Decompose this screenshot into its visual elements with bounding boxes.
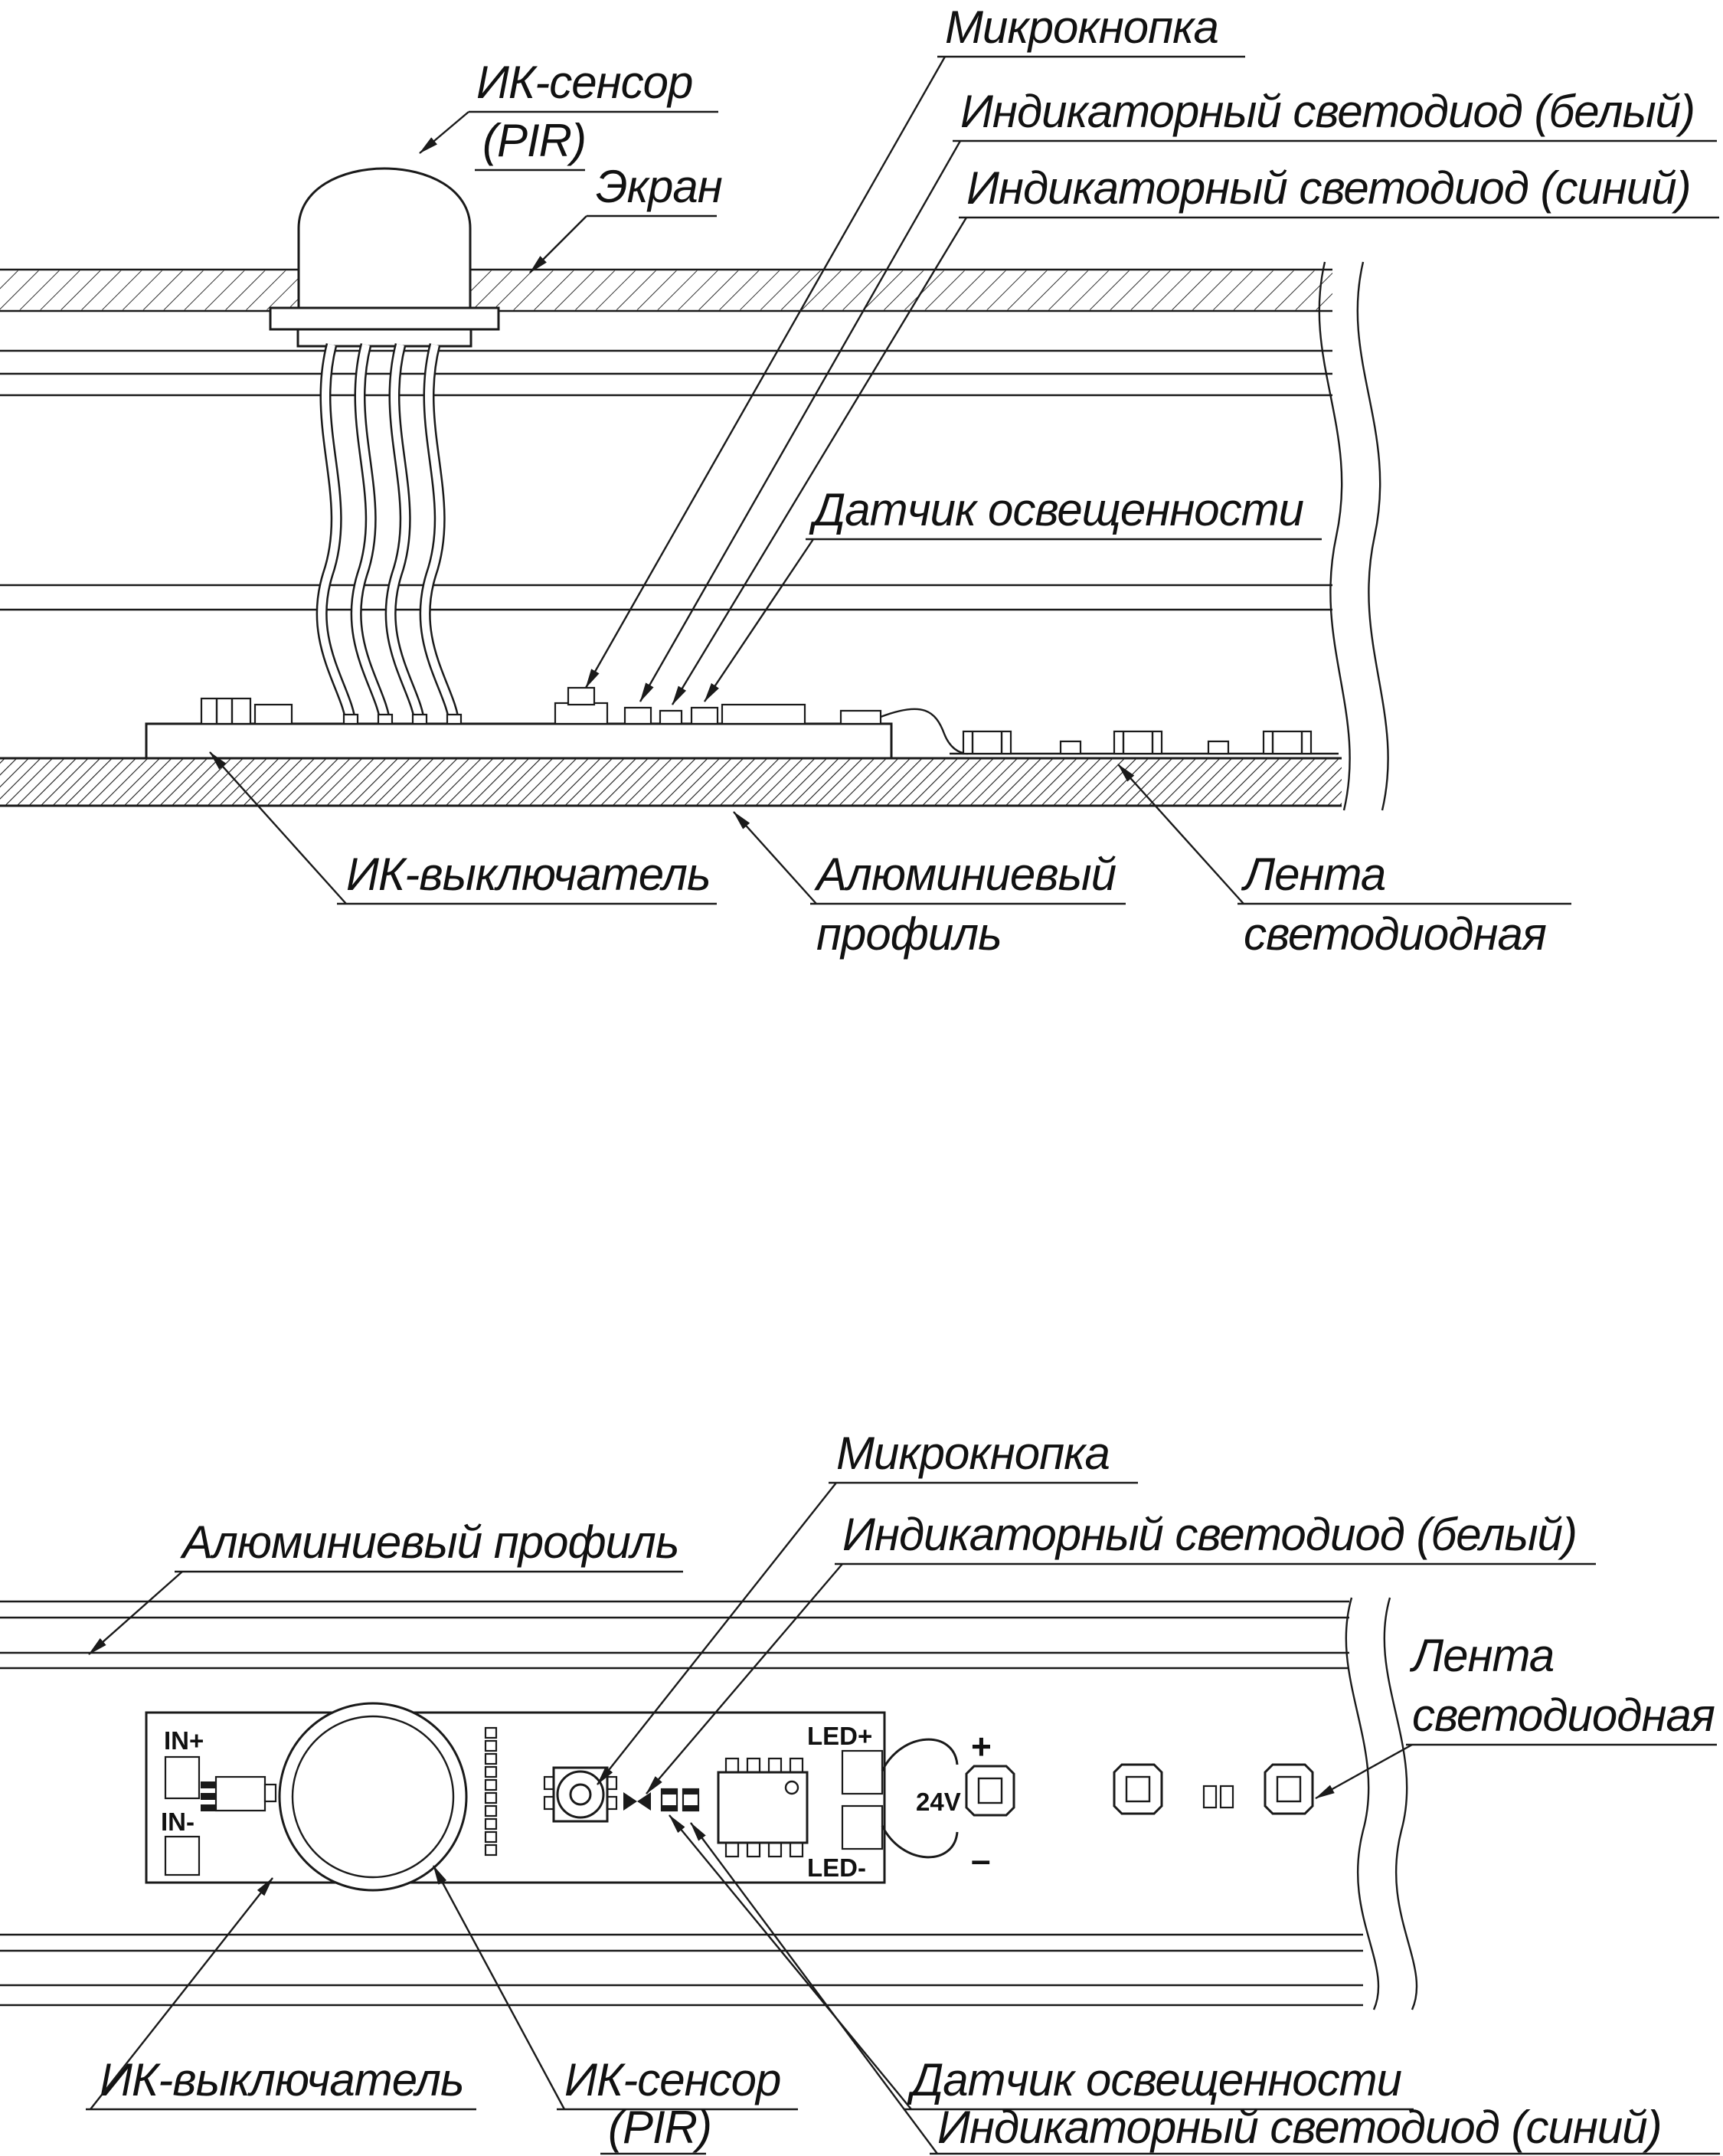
ir-switch-pcb-side (145, 686, 969, 760)
connector-block-2 (253, 703, 293, 725)
leader-bottom-led-blue (690, 1822, 938, 2154)
light-sensor-plan (660, 1788, 678, 1812)
solder-pad (342, 713, 359, 725)
output-pad-plus (841, 1749, 884, 1795)
ic-chip-plan (717, 1757, 809, 1858)
leader-screen (529, 215, 587, 273)
leader-microbutton (584, 56, 947, 689)
label-top-microbutton: Микрокнопка (945, 2, 1218, 53)
top-view-section: ИК-сенсор (PIR) Экран Микрокнопка Индика… (0, 2, 1719, 960)
input-pad-plus (164, 1755, 201, 1800)
micro-button-plan (543, 1766, 618, 1823)
label-bottom-led-strip-1: Лента (1409, 1630, 1554, 1681)
label-bottom-led-strip-2: светодиодная (1412, 1690, 1715, 1741)
leader-led-strip (1117, 764, 1244, 905)
label-bottom-ir-sensor-pir: (PIR) (608, 2102, 711, 2153)
leader-bottom-ir-switch (90, 1877, 273, 2110)
leader-bottom-microbutton (597, 1482, 837, 1785)
led-strip-plan (965, 1763, 1314, 1817)
input-pad-minus (164, 1835, 201, 1876)
leader-led-white (639, 140, 962, 702)
screen-panel (0, 268, 1332, 312)
leader-bottom-light-sensor (669, 1814, 912, 2110)
micro-button-plunger (567, 686, 596, 706)
label-top-ir-switch: ИК-выключатель (346, 849, 711, 900)
break-line-bottom (1345, 1597, 1418, 2010)
output-terminal (839, 709, 882, 725)
pir-sensor-plan (278, 1702, 468, 1892)
label-bottom-led-white: Индикаторный светодиод (белый) (842, 1509, 1577, 1560)
light-sensor-component (690, 706, 719, 725)
bottom-view-plan: IN+ IN- (0, 1428, 1720, 2155)
smd-component (214, 1775, 266, 1812)
blue-led-plan (682, 1788, 700, 1812)
leader-ir-switch (209, 751, 347, 905)
profile-edges (0, 1600, 1363, 2007)
label-bottom-light-sensor: Датчик освещенности (907, 2054, 1402, 2105)
solder-pad (377, 713, 394, 725)
output-wires-plan (881, 1738, 959, 1859)
output-wire (880, 708, 969, 755)
pcb-label-led-plus: LED+ (807, 1722, 872, 1750)
pcb-label-in-plus: IN+ (164, 1726, 204, 1755)
profile-walls (0, 349, 1332, 611)
leader-bottom-led-white (646, 1563, 843, 1794)
pcb-label-in-minus: IN- (161, 1808, 195, 1836)
aluminium-profile-base (0, 752, 1342, 807)
leader-light-sensor (704, 538, 814, 702)
leader-led-blue (671, 217, 968, 705)
sensor-wires (316, 343, 460, 725)
pcb-label-led-minus: LED- (807, 1853, 866, 1882)
label-top-alu-profile-2: профиль (816, 908, 1002, 960)
leader-alu-profile (733, 811, 817, 905)
label-top-led-strip-1: Лента (1241, 849, 1385, 900)
label-top-led-white: Индикаторный светодиод (белый) (960, 86, 1695, 137)
micro-button-base (554, 702, 609, 725)
solder-pad (411, 713, 428, 725)
strip-voltage-mark: 24V (916, 1788, 961, 1816)
label-bottom-ir-sensor: ИК-сенсор (564, 2054, 780, 2105)
label-top-led-blue: Индикаторный светодиод (синий) (966, 162, 1691, 214)
output-pad-minus (841, 1804, 884, 1850)
white-led-plan (623, 1792, 651, 1811)
label-top-screen: Экран (596, 161, 722, 212)
label-bottom-ir-switch: ИК-выключатель (100, 2054, 464, 2105)
leader-bottom-alu-profile (88, 1571, 183, 1655)
label-top-light-sensor: Датчик освещенности (809, 484, 1304, 535)
ir-switch-pcb-plan: IN+ IN- (145, 1702, 886, 1892)
pin-comb (484, 1726, 498, 1857)
blue-led-component (659, 709, 683, 725)
strip-plus-mark: + (971, 1726, 992, 1766)
label-top-ir-sensor-pir: (PIR) (482, 115, 586, 166)
label-top-ir-sensor: ИК-сенсор (476, 57, 692, 108)
ic-chip (721, 703, 806, 725)
break-line-top (1318, 261, 1389, 811)
led-strip-side (962, 730, 1313, 755)
label-bottom-microbutton: Микрокнопка (836, 1428, 1110, 1479)
leader-bottom-ir-sensor (432, 1865, 566, 2110)
solder-pad (446, 713, 463, 725)
label-bottom-led-blue: Индикаторный светодиод (синий) (937, 2102, 1662, 2153)
label-top-led-strip-2: светодиодная (1244, 908, 1546, 960)
leader-ir-sensor (419, 111, 469, 154)
connector-block (200, 697, 252, 725)
white-led-component (623, 706, 652, 725)
leader-bottom-led-strip (1315, 1743, 1413, 1800)
pir-dome (269, 167, 500, 348)
label-bottom-alu-profile: Алюминиевый профиль (180, 1516, 678, 1568)
strip-minus-mark: – (971, 1840, 991, 1880)
label-top-alu-profile-1: Алюминиевый (814, 849, 1117, 900)
